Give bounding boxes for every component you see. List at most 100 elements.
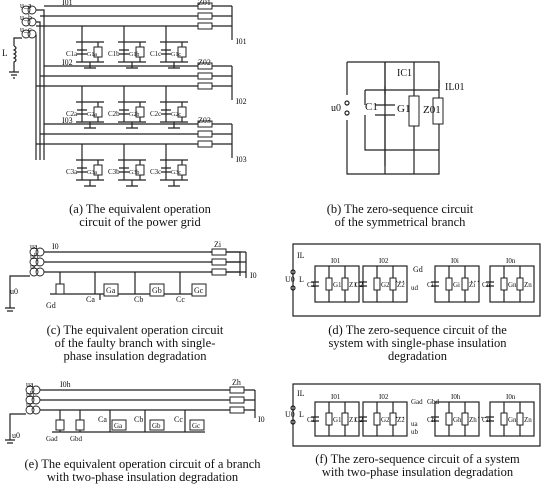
f-u0: U0 xyxy=(285,410,295,419)
f-dots-2: … xyxy=(477,410,487,421)
c-i0: I0 xyxy=(52,242,59,251)
capacitor-label: C3a xyxy=(66,168,78,176)
conductance-label: G3a xyxy=(87,170,97,176)
conductance-label: G3b xyxy=(129,170,139,176)
e-i0h: I0h xyxy=(60,380,71,389)
capacitor-label: C1c xyxy=(150,50,161,58)
label-g1: G1 xyxy=(397,103,410,115)
capacitor-label: C1b xyxy=(108,50,120,58)
d-u0: U0 xyxy=(285,275,295,284)
feeder-impedance-label: Z01 xyxy=(198,0,211,7)
branch-current-label: I0i xyxy=(451,257,459,265)
branch-z-label: Z1 xyxy=(349,416,357,424)
capacitor-label: C2a xyxy=(66,110,78,118)
branch-c-label: C2 xyxy=(355,281,364,289)
branch-g-label: Gi xyxy=(453,281,460,289)
conductance-label: G2c xyxy=(171,112,181,118)
feeder-output-current-label: I03 xyxy=(236,155,247,164)
e-uc: uc xyxy=(26,400,34,409)
c-gb: Gb xyxy=(152,286,162,295)
branch-current-label: I0h xyxy=(451,393,461,401)
e-ua: ua xyxy=(26,380,34,389)
branch-c-label: C1 xyxy=(307,281,316,289)
branch-current-label: I01 xyxy=(331,393,341,401)
d-il: IL xyxy=(297,251,305,260)
branch-current-label: I01 xyxy=(331,257,341,265)
c-iout: I0 xyxy=(250,271,257,280)
source-u0: u0 xyxy=(331,103,341,114)
feeder-impedance-label: Z02 xyxy=(198,58,211,67)
branch-g-label: Gn xyxy=(508,416,517,424)
conductance-label: G2a xyxy=(87,112,97,118)
e-gad: Gad xyxy=(46,435,58,443)
e-gc: Gc xyxy=(192,422,200,430)
panel-c-diagram: ua ub uc u0 Zi I0 I0 Gd Ca Ga Cb Gb Cc G… xyxy=(5,240,257,312)
label-z01: Z01 xyxy=(423,104,441,116)
branch-z-label: Z2 xyxy=(397,281,405,289)
f-ua: ua xyxy=(411,420,419,428)
capacitor-label: C3b xyxy=(108,168,120,176)
f-gbd: Gbd xyxy=(427,398,440,406)
c-ub: ub xyxy=(30,252,38,261)
branch-g-label: G1 xyxy=(333,281,342,289)
current-ic1: IC1 xyxy=(397,68,412,79)
e-ga: Ga xyxy=(114,422,123,430)
e-gb: Gb xyxy=(152,422,161,430)
panel-c-faulty-branch: ua ub uc u0 Zi I0 I0 Gd Ca Ga Cb Gb Cc G… xyxy=(0,238,270,373)
branch-current-label: I02 xyxy=(379,257,389,265)
branch-c-label: Ci xyxy=(427,281,434,289)
branch-z-label: Z2 xyxy=(397,416,405,424)
panel-e-two-phase-branch: ua ub uc u0 Zh I0h I0 Gad Gbd Ca Ga Cb G… xyxy=(0,378,285,489)
capacitor-label: C2b xyxy=(108,110,120,118)
capacitor-label: C1a xyxy=(66,50,78,58)
conductance-g1 xyxy=(408,95,420,127)
c-gc: Gc xyxy=(194,286,204,295)
e-ca: Ca xyxy=(98,415,107,424)
branch-c-label: Cn xyxy=(482,281,491,289)
f-gad: Gad xyxy=(411,398,423,406)
shunt-element: C3b G3b xyxy=(108,144,146,187)
feeder-output-current-label: I01 xyxy=(236,37,247,46)
feeder-current-label: I01 xyxy=(62,0,73,7)
e-ub: ub xyxy=(26,390,34,399)
f-dots-1: … xyxy=(395,410,405,421)
c-gd: Gd xyxy=(46,301,56,310)
inductor-label: L xyxy=(2,48,8,58)
branch-c-label: Cn xyxy=(482,416,491,424)
impedance-z01 xyxy=(432,97,444,125)
branch-current-label: I0n xyxy=(506,393,516,401)
caption-e: (e) The equivalent operation circuit of … xyxy=(24,457,261,484)
panel-b-zero-sequence: u0 IC1 IL01 C1 G1 Z01 (b) The zero-seque… xyxy=(325,50,475,229)
d-gd: Gd xyxy=(413,265,423,274)
e-cc: Cc xyxy=(174,415,183,424)
capacitor-c1 xyxy=(375,104,395,116)
e-i0: I0 xyxy=(258,415,265,424)
c-ca: Ca xyxy=(86,295,95,304)
d-dots-1: … xyxy=(395,274,405,285)
c-u0: u0 xyxy=(10,287,18,296)
source-label-b: u_b xyxy=(20,13,32,22)
d-ud: ud xyxy=(411,284,419,292)
conductance-label: G1a xyxy=(87,52,97,58)
branch-c-label: Ch xyxy=(427,416,436,424)
